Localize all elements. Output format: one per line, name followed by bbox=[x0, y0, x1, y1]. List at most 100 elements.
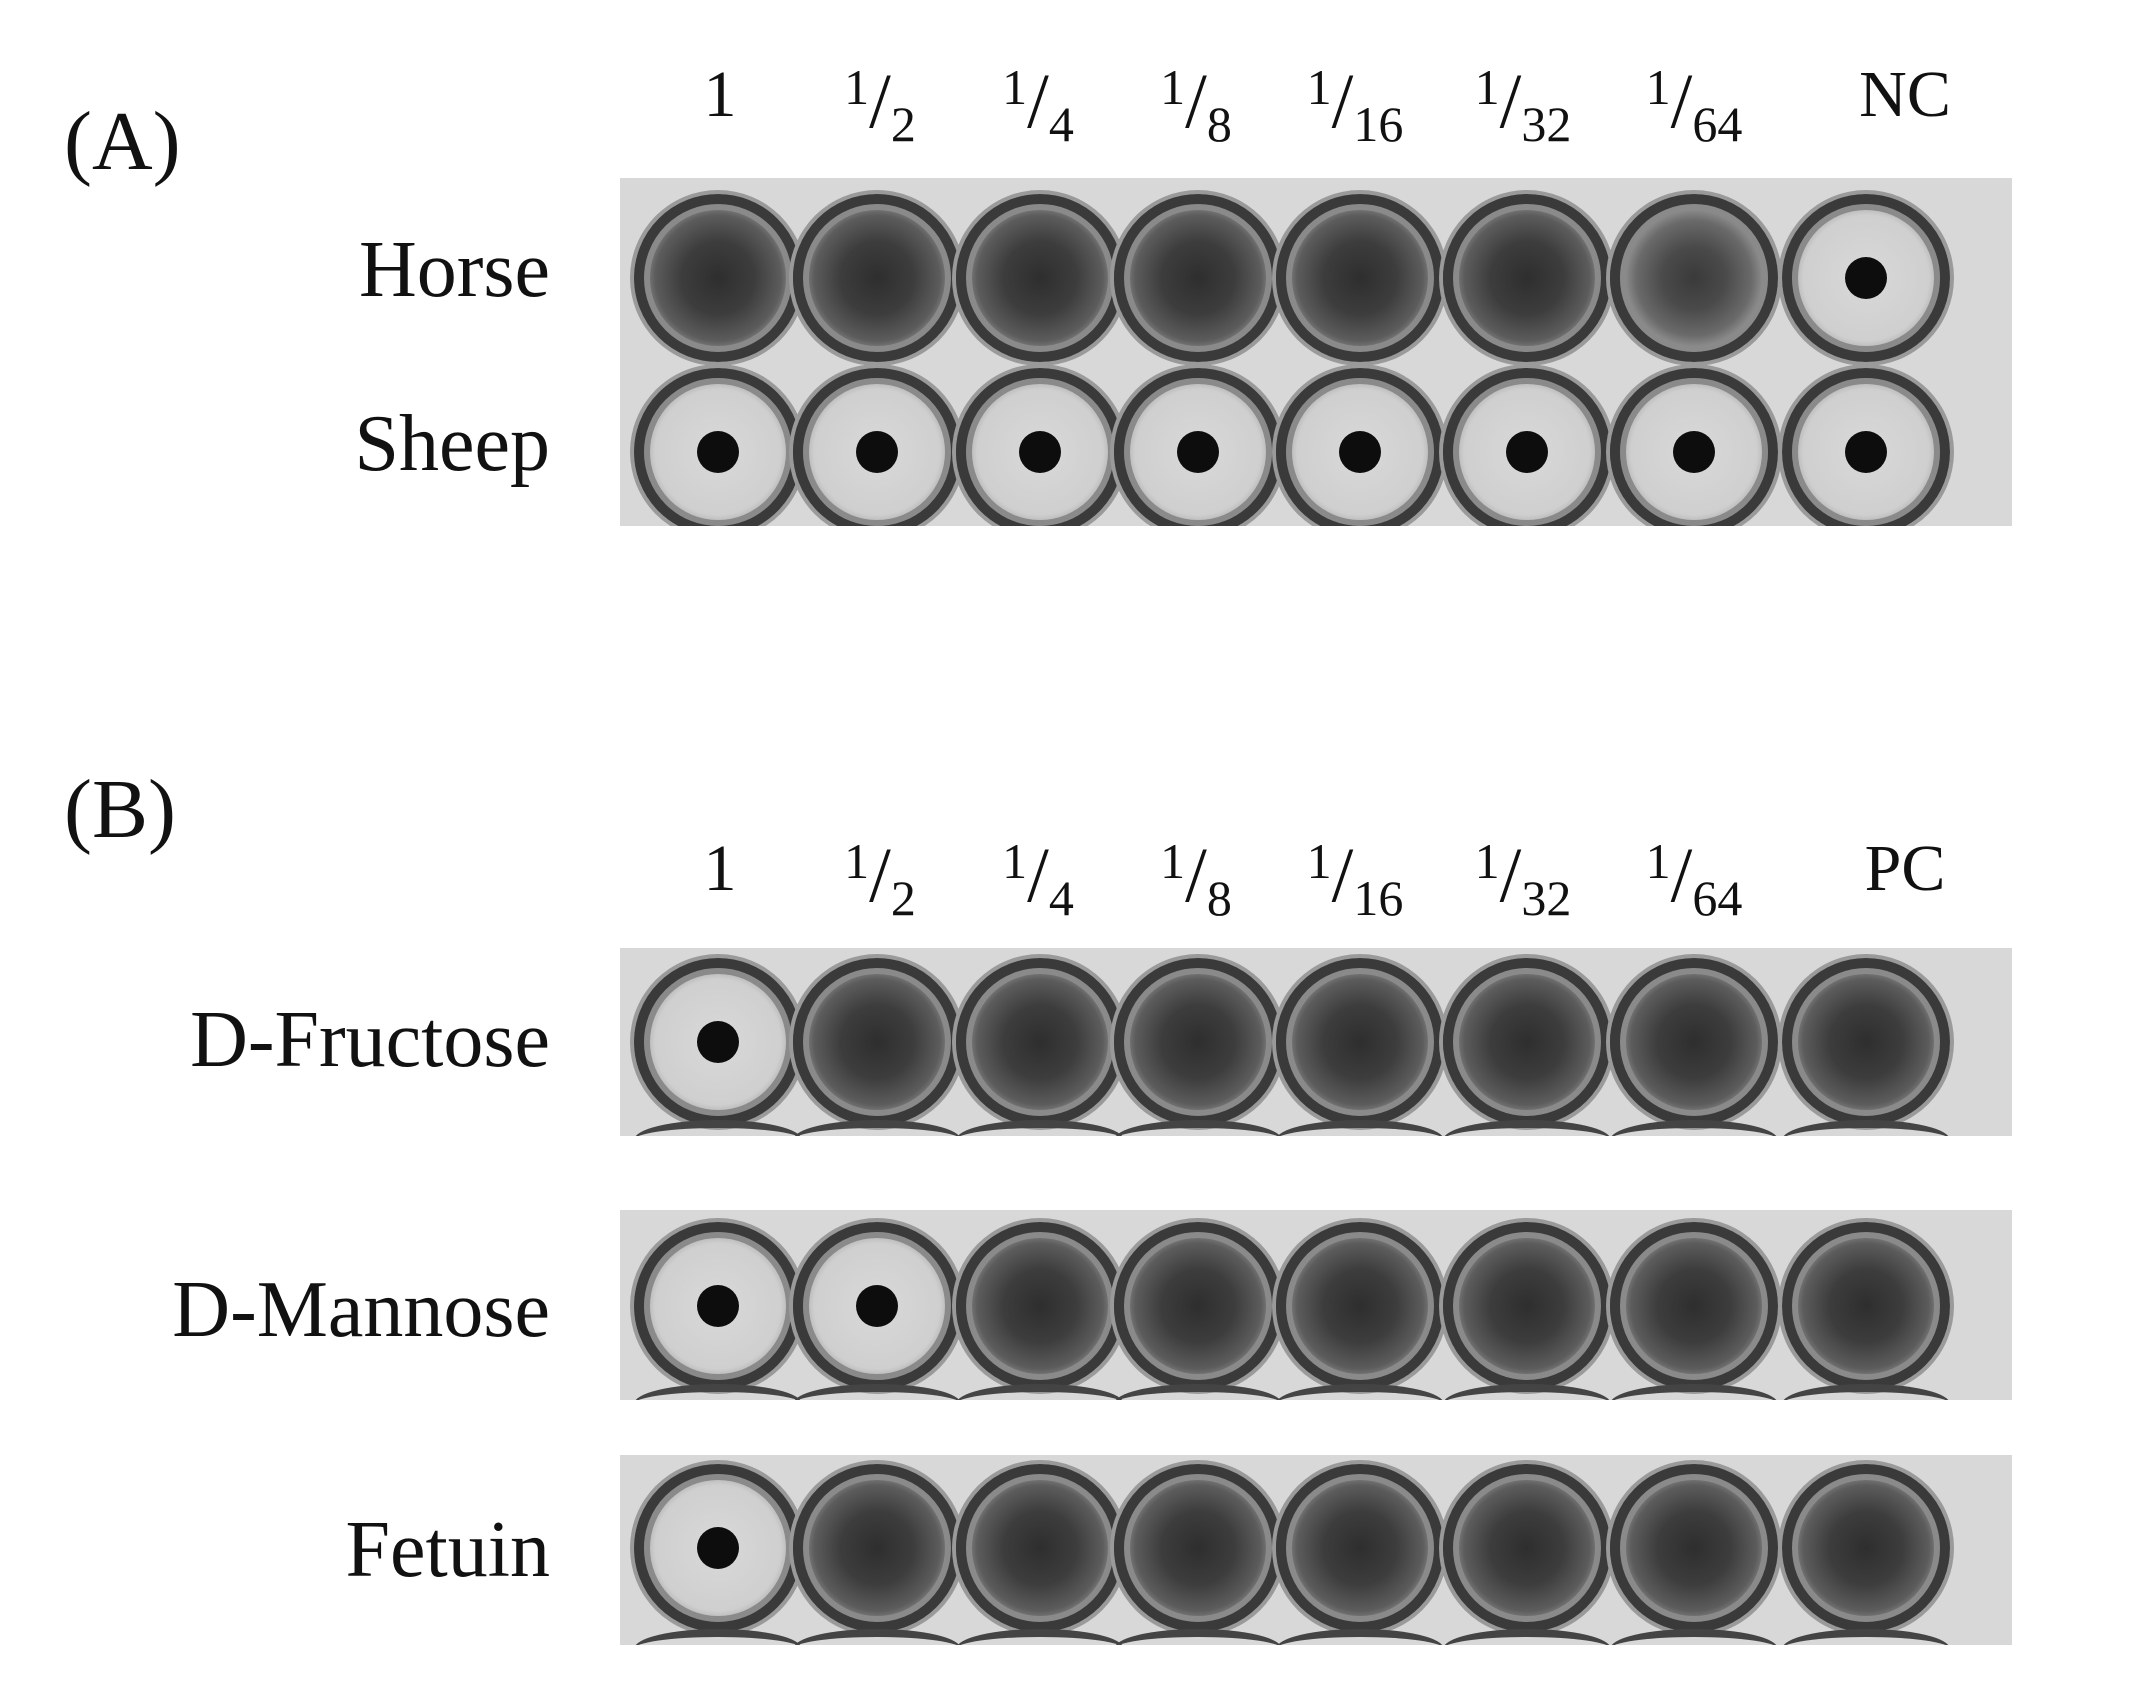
row-label: Sheep bbox=[354, 400, 550, 488]
well-clear bbox=[793, 1222, 961, 1390]
next-well-arc bbox=[1610, 1629, 1778, 1645]
next-well-arc bbox=[1276, 1384, 1444, 1400]
fraction-numerator: 1 bbox=[844, 833, 870, 889]
fraction-denominator: 2 bbox=[890, 870, 916, 927]
well-dark bbox=[1443, 194, 1611, 362]
pellet-dot bbox=[1845, 257, 1887, 299]
fraction-numerator: 1 bbox=[1002, 833, 1028, 889]
pellet-dot bbox=[1506, 431, 1548, 473]
column-header: 1 bbox=[704, 836, 737, 902]
fraction-denominator: 8 bbox=[1206, 870, 1232, 927]
next-well-arc bbox=[1114, 1120, 1282, 1136]
well-clear bbox=[956, 368, 1124, 526]
fraction-denominator: 64 bbox=[1692, 870, 1743, 927]
row-label: Fetuin bbox=[345, 1506, 550, 1594]
plate-strip bbox=[620, 1210, 2012, 1400]
well-clear bbox=[1114, 368, 1282, 526]
fraction-slash: / bbox=[1331, 831, 1354, 918]
well-dark bbox=[1276, 1464, 1444, 1632]
well-dark bbox=[634, 194, 802, 362]
next-well-arc bbox=[793, 1120, 961, 1136]
column-header-text: 1 bbox=[703, 832, 737, 905]
fraction-denominator: 4 bbox=[1048, 96, 1074, 153]
fraction-slash: / bbox=[869, 57, 891, 144]
well-clear bbox=[1610, 368, 1778, 526]
column-header-text: NC bbox=[1859, 58, 1951, 131]
well-clear bbox=[1443, 368, 1611, 526]
row-label: Horse bbox=[358, 226, 550, 314]
next-well-arc bbox=[1443, 1629, 1611, 1645]
well-dark bbox=[1443, 958, 1611, 1126]
well-clear bbox=[1782, 368, 1950, 526]
next-well-arc bbox=[1610, 1120, 1778, 1136]
fraction-denominator: 64 bbox=[1692, 96, 1743, 153]
column-header: 1/4 bbox=[1002, 833, 1074, 927]
fraction-slash: / bbox=[1027, 831, 1049, 918]
well-dark bbox=[956, 958, 1124, 1126]
column-header: 1/8 bbox=[1160, 59, 1232, 150]
next-well-arc bbox=[1782, 1384, 1950, 1400]
column-header: 1/64 bbox=[1646, 62, 1743, 153]
fraction-denominator: 4 bbox=[1048, 870, 1074, 927]
panel-label-a: (A) bbox=[64, 95, 181, 188]
fraction-denominator: 2 bbox=[890, 96, 916, 153]
pellet-dot bbox=[856, 1285, 898, 1327]
pellet-dot bbox=[1019, 431, 1061, 473]
well-dark bbox=[1276, 1222, 1444, 1390]
well-dark bbox=[1610, 1222, 1778, 1390]
pellet-dot bbox=[697, 1021, 739, 1063]
fraction-numerator: 1 bbox=[844, 59, 870, 115]
column-header: 1/64 bbox=[1646, 836, 1743, 927]
well-dark bbox=[1782, 1464, 1950, 1632]
next-well-arc bbox=[1782, 1629, 1950, 1645]
next-well-arc bbox=[1276, 1120, 1444, 1136]
well-clear bbox=[634, 958, 802, 1126]
well-dark bbox=[1443, 1222, 1611, 1390]
fraction-slash: / bbox=[869, 831, 891, 918]
column-header: 1/16 bbox=[1306, 59, 1404, 153]
next-well-arc bbox=[1443, 1384, 1611, 1400]
well-clear bbox=[1782, 194, 1950, 362]
column-header: NC bbox=[1859, 62, 1951, 128]
well-dark bbox=[956, 1222, 1124, 1390]
next-well-arc bbox=[793, 1629, 961, 1645]
next-well-arc bbox=[1114, 1629, 1282, 1645]
fraction-slash: / bbox=[1499, 831, 1522, 918]
well-dark bbox=[1782, 1222, 1950, 1390]
fraction-slash: / bbox=[1670, 57, 1693, 144]
well-dark bbox=[1114, 958, 1282, 1126]
next-well-arc bbox=[634, 1120, 802, 1136]
pellet-dot bbox=[1177, 431, 1219, 473]
plate-strip-a bbox=[620, 178, 2012, 526]
fraction-numerator: 1 bbox=[1306, 59, 1332, 115]
fraction-numerator: 1 bbox=[1160, 59, 1186, 115]
fraction-numerator: 1 bbox=[1002, 59, 1028, 115]
well-dark bbox=[956, 194, 1124, 362]
next-well-arc bbox=[956, 1629, 1124, 1645]
next-well-arc bbox=[1276, 1629, 1444, 1645]
fraction-slash: / bbox=[1331, 57, 1354, 144]
column-header: 1/8 bbox=[1160, 836, 1232, 927]
well-clear bbox=[1276, 368, 1444, 526]
fraction-slash: / bbox=[1027, 57, 1049, 144]
fraction-slash: / bbox=[1499, 57, 1522, 144]
next-well-arc bbox=[634, 1384, 802, 1400]
well-dark bbox=[1610, 1464, 1778, 1632]
column-header: 1/2 bbox=[844, 833, 916, 927]
next-well-arc bbox=[956, 1120, 1124, 1136]
pellet-dot bbox=[1845, 431, 1887, 473]
pellet-dot bbox=[697, 431, 739, 473]
well-dark bbox=[793, 194, 961, 362]
next-well-arc bbox=[956, 1384, 1124, 1400]
next-well-arc bbox=[1114, 1384, 1282, 1400]
fraction-denominator: 16 bbox=[1353, 96, 1404, 153]
well-dark bbox=[956, 1464, 1124, 1632]
fraction-denominator: 16 bbox=[1353, 870, 1404, 927]
row-label: D-Fructose bbox=[190, 996, 550, 1084]
fraction-denominator: 32 bbox=[1521, 96, 1572, 153]
pellet-dot bbox=[697, 1527, 739, 1569]
next-well-arc bbox=[634, 1629, 802, 1645]
well-clear bbox=[634, 368, 802, 526]
fraction-numerator: 1 bbox=[1306, 833, 1332, 889]
next-well-arc bbox=[1443, 1120, 1611, 1136]
